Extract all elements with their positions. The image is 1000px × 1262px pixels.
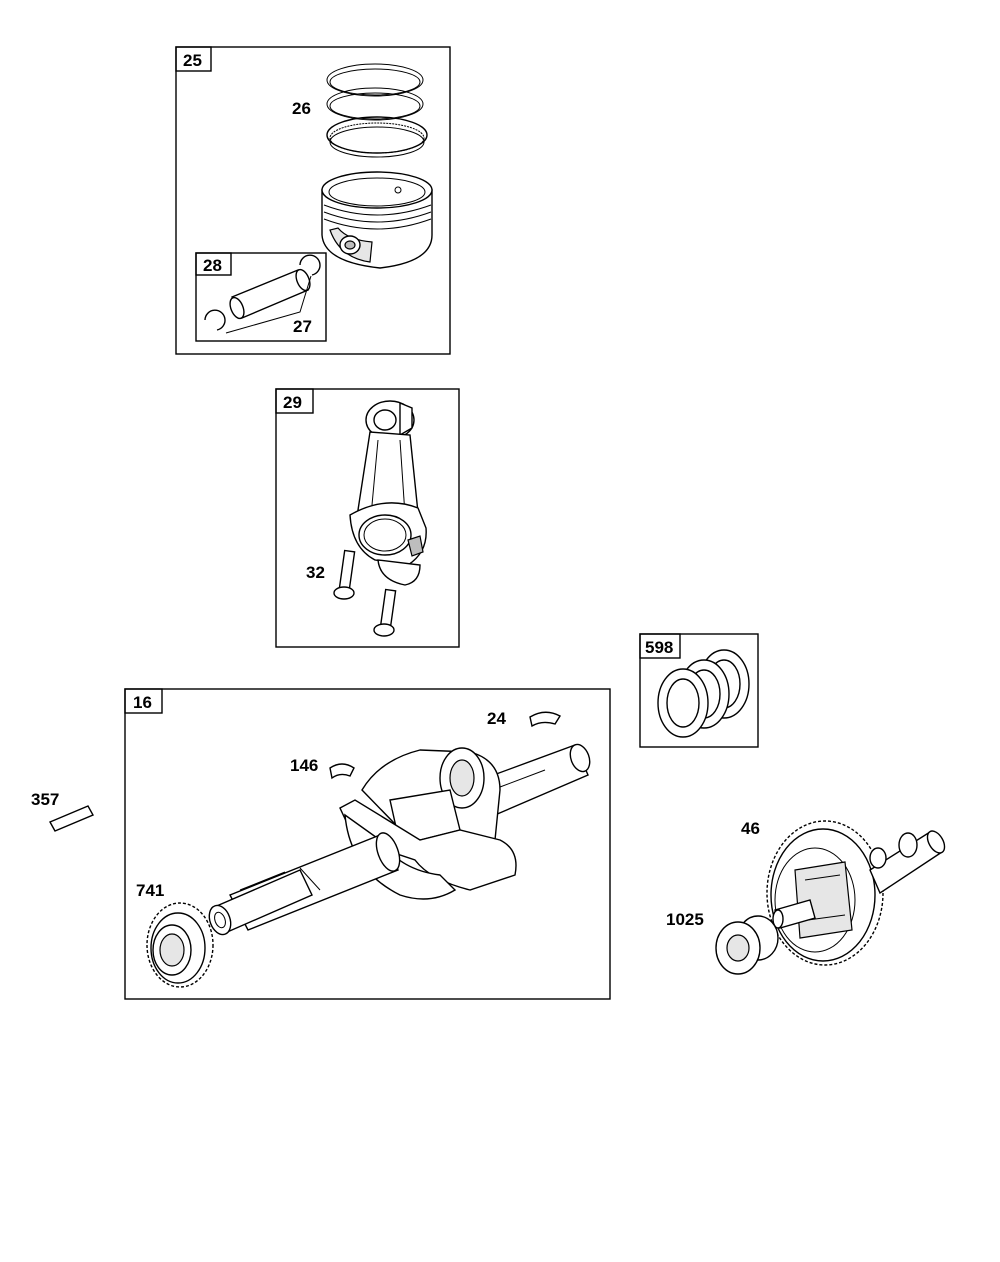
tag-box-25 [175,46,212,72]
label-25: 25 [183,51,202,70]
key-24-illustration [529,711,561,728]
group-16-crankshaft: 16 24 [124,688,611,1000]
connecting-rod-illustration [349,400,427,586]
seal-rings-illustration [657,649,750,738]
label-29: 29 [283,393,302,412]
label-28: 28 [203,256,222,275]
key-357-illustration [49,805,94,832]
label-1025: 1025 [666,910,704,929]
group-598-seals: 598 [639,633,759,748]
tag-box-28 [195,252,232,276]
label-32: 32 [306,563,325,582]
label-26: 26 [292,99,311,118]
label-46: 46 [741,819,760,838]
retaining-clips-illustration [204,254,321,334]
label-24: 24 [487,709,506,728]
label-357: 357 [31,790,59,809]
piston-rings-illustration [326,63,428,158]
group-29-connecting-rod: 29 32 [275,388,460,648]
spacer-1025-illustration [715,915,779,975]
tag-box-29 [275,388,314,414]
piston-illustration [321,171,433,269]
label-146: 146 [290,756,318,775]
label-598: 598 [645,638,673,657]
tag-box-16 [124,688,163,714]
group-25-piston-assembly: 25 26 28 [175,46,451,355]
crankshaft-illustration [208,743,591,936]
camshaft-46-illustration [766,820,946,966]
label-741: 741 [136,881,164,900]
timing-gear-741-illustration [146,902,214,988]
tag-box-598 [639,633,681,659]
piston-pin-illustration [229,268,311,320]
label-27: 27 [293,317,312,336]
rod-bolts-illustration [333,549,397,637]
label-16: 16 [133,693,152,712]
key-146-illustration [329,763,355,780]
